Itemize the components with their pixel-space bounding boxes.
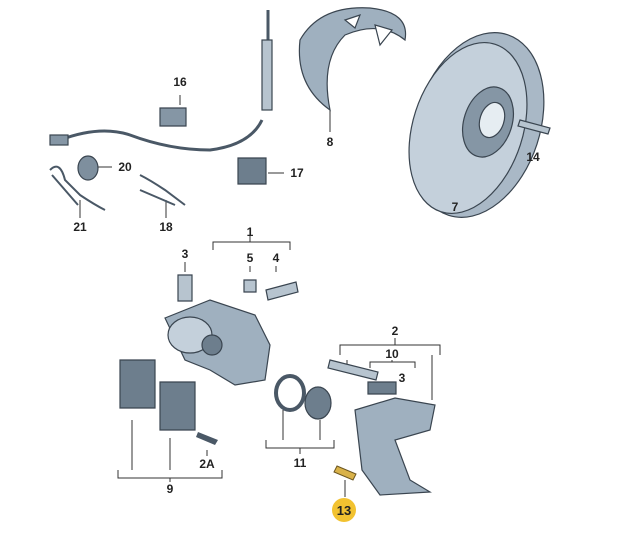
callout-17: 17: [290, 166, 304, 180]
callout-18: 18: [159, 220, 173, 234]
callout-3-bracket: 3: [398, 371, 406, 385]
bracket-1: [212, 236, 291, 250]
bracket-2: [339, 338, 441, 355]
callout-7: 7: [451, 200, 459, 214]
valve-5: [243, 279, 257, 293]
brake-pad-inner: [159, 381, 196, 431]
callout-10: 10: [385, 347, 399, 361]
cable-grommet: [261, 39, 273, 111]
callout-14: 14: [526, 150, 540, 164]
cap-20: [77, 155, 99, 181]
spring-21: [49, 165, 106, 211]
leader-1-sub: [184, 262, 277, 272]
seal-ring: [274, 374, 306, 412]
callout-20: 20: [118, 160, 132, 174]
callout-3-caliper: 3: [181, 247, 189, 261]
bellows-3: [367, 381, 397, 395]
holder-16: [159, 107, 187, 127]
callout-5: 5: [246, 251, 254, 265]
clip-2A: [196, 432, 218, 445]
bracket-9: [117, 420, 223, 482]
spring-18: [139, 174, 186, 206]
backing-plate-8: [298, 7, 407, 112]
callout-21: 21: [73, 220, 87, 234]
brake-disc-7: [408, 32, 545, 218]
abs-sensor-plug: [49, 134, 69, 146]
bracket-10: [369, 360, 416, 368]
callout-8: 8: [326, 135, 334, 149]
holder-17: [237, 157, 267, 185]
caliper-1: [164, 299, 271, 386]
guide-pin-10: [327, 359, 379, 381]
bolt-13: [333, 465, 357, 481]
callout-1: 1: [246, 225, 254, 239]
callout-9: 9: [166, 482, 174, 496]
bolt-3: [177, 274, 193, 302]
callout-4: 4: [272, 251, 280, 265]
caliper-bracket-2: [354, 397, 436, 496]
brake-pad-outer: [119, 359, 156, 409]
callout-16: 16: [173, 75, 187, 89]
callout-13-highlighted: 13: [332, 498, 356, 522]
bracket-11: [265, 410, 335, 454]
abs-sensor-cable: [59, 10, 270, 152]
callout-11: 11: [293, 456, 307, 470]
callout-2A: 2A: [199, 457, 215, 471]
dust-boot: [304, 386, 332, 420]
callout-2: 2: [391, 324, 399, 338]
bolt-14: [517, 119, 551, 135]
pin-4: [265, 281, 299, 301]
